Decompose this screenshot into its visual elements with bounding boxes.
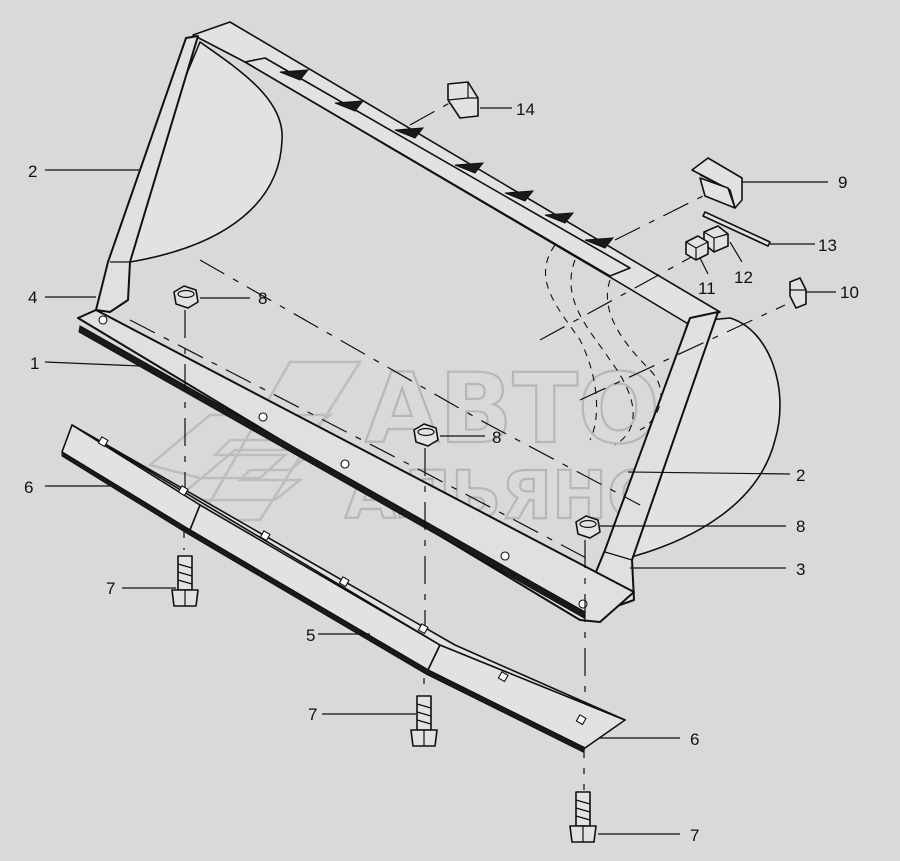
- callout-7-a: 7: [106, 579, 115, 598]
- nut-part-8-c: [575, 515, 601, 539]
- wear-plate-part-9: [691, 157, 743, 209]
- bolt-part-7-a: [171, 555, 199, 607]
- callout-1: 1: [30, 354, 39, 373]
- top-strip: [244, 57, 631, 277]
- callout-9: 9: [838, 173, 847, 192]
- callout-8-b: 8: [492, 428, 501, 447]
- blade-edge: [61, 451, 586, 753]
- callout-8-c: 8: [796, 517, 805, 536]
- top-strip-teeth: [279, 69, 615, 249]
- callout-4: 4: [28, 288, 37, 307]
- callout-6-right: 6: [690, 730, 699, 749]
- callout-2-right: 2: [796, 466, 805, 485]
- centre-lines: [129, 99, 786, 790]
- hidden-lines: [544, 244, 662, 446]
- callout-10: 10: [840, 283, 859, 302]
- callout-14: 14: [516, 100, 535, 119]
- callout-7-b: 7: [308, 705, 317, 724]
- bucket-body: [77, 21, 781, 623]
- left-shell: [107, 41, 283, 263]
- strip-part-13: [702, 211, 771, 247]
- leader-lines: [44, 107, 836, 835]
- callout-labels: 14 2 9 13 12 11 10 4 8 1 8 2 6 8 3 7 5 7…: [24, 100, 859, 845]
- bolt-part-7-b: [410, 695, 438, 747]
- callout-8-a: 8: [258, 289, 267, 308]
- bolt-part-7-c: [569, 791, 597, 843]
- blade-right-part-6: [427, 644, 626, 749]
- bottom-plate-edge: [78, 325, 586, 619]
- callout-2-top: 2: [28, 162, 37, 181]
- nut-part-8-a: [173, 285, 199, 309]
- block-part-11: [685, 235, 709, 261]
- clip-part-10: [789, 277, 807, 309]
- callout-7-c: 7: [690, 826, 699, 845]
- pad-part-14: [447, 81, 479, 119]
- callout-11: 11: [698, 279, 716, 298]
- watermark-line1: АВТО: [365, 353, 660, 465]
- right-shell: [599, 317, 781, 601]
- cutting-edge-blades: [61, 424, 626, 753]
- left-side-plate: [95, 35, 199, 313]
- blade-top-face: [71, 424, 626, 721]
- bottom-plate: [77, 309, 635, 623]
- callout-13: 13: [818, 236, 837, 255]
- callout-5: 5: [306, 626, 315, 645]
- callout-3: 3: [796, 560, 805, 579]
- callout-12: 12: [734, 268, 753, 287]
- callout-6-left: 6: [24, 478, 33, 497]
- nut-part-8-b: [413, 423, 439, 447]
